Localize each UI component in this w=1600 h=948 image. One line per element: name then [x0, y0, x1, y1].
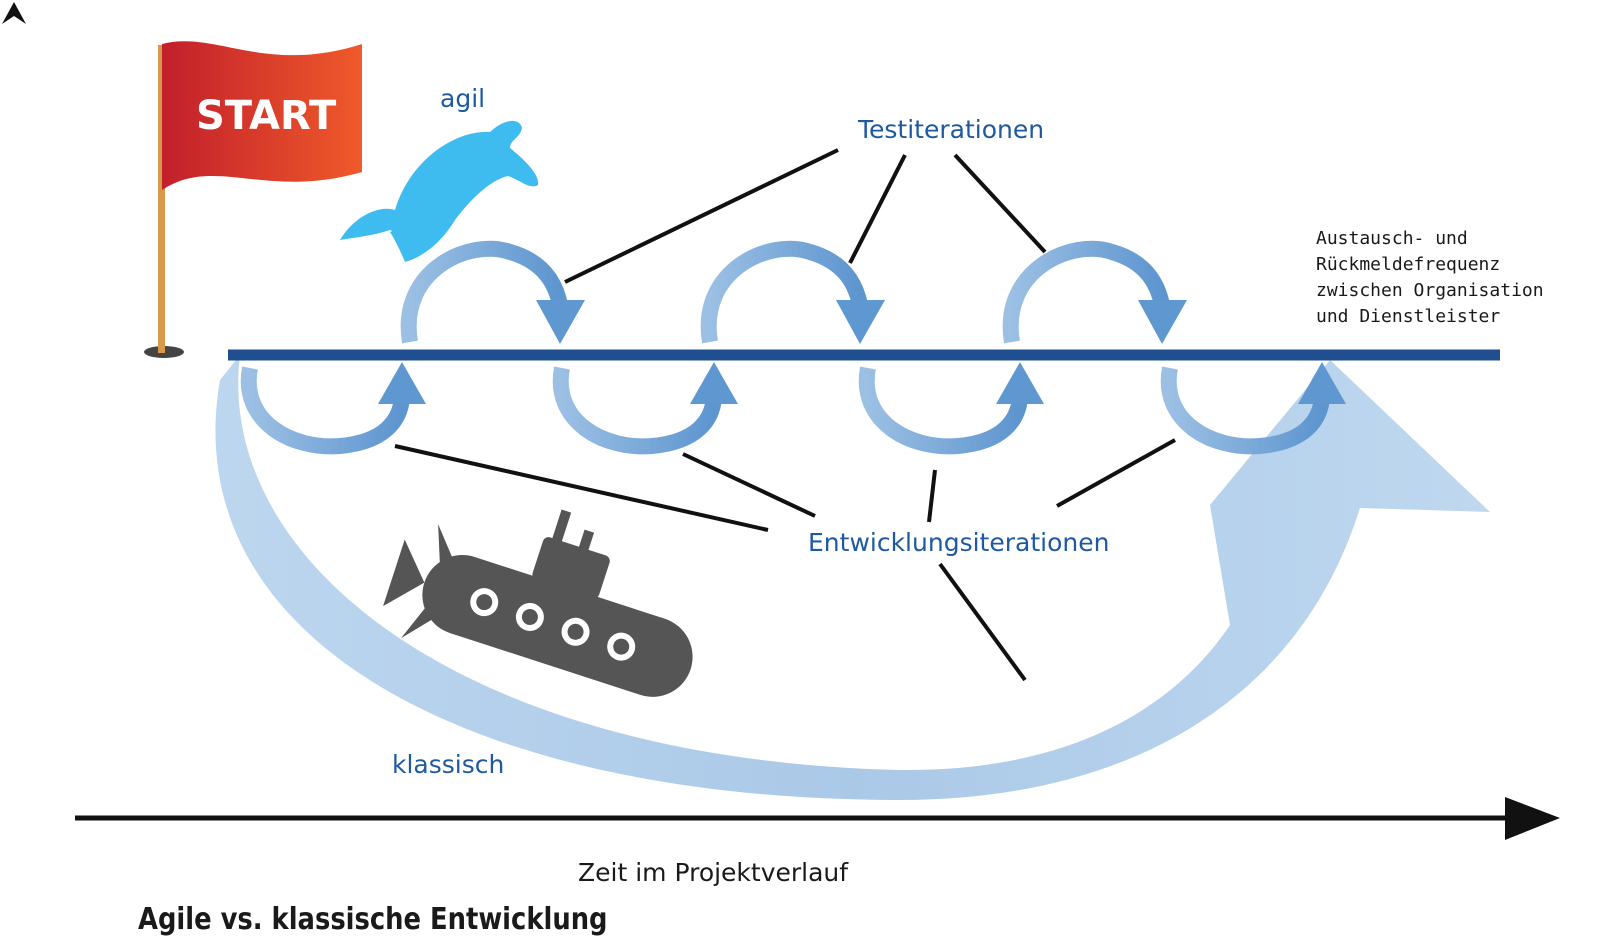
submarine-icon: [383, 509, 693, 697]
note-line: Austausch- und: [1316, 228, 1468, 249]
dev-loop-3: [858, 362, 1044, 455]
agile-label: agil: [440, 84, 486, 113]
classic-arrow: [215, 355, 1490, 800]
start-flag-label: START: [196, 93, 337, 139]
dev-iteration-loops: [240, 362, 1346, 455]
note-line: und Dienstleister: [1316, 306, 1501, 327]
dev-loop-2: [552, 362, 738, 455]
dev-iterations-label: Entwicklungsiterationen: [808, 528, 1110, 557]
dev-loop-1: [240, 362, 426, 455]
dev-connector-lines: [394, 438, 1176, 682]
dolphin-icon: [340, 120, 539, 262]
test-loop-1: [400, 240, 585, 344]
test-iterations-label: Testiterationen: [858, 115, 1045, 144]
test-loop-3: [1002, 240, 1187, 344]
test-loop-2: [700, 240, 885, 344]
test-connector-lines: [564, 148, 1047, 284]
note-line: Rückmeldefrequenz: [1316, 254, 1501, 275]
test-iteration-loops: [400, 240, 1187, 344]
note-line: zwischen Organisation: [1316, 280, 1544, 301]
dev-loop-4: [1160, 362, 1346, 455]
time-axis-arrow: [75, 797, 1560, 840]
classic-label: klassisch: [392, 750, 505, 779]
caption-marker-icon: [2, 2, 26, 24]
time-axis-label: Zeit im Projektverlauf: [578, 858, 849, 887]
figure-caption: Agile vs. klassische Entwicklung: [138, 902, 608, 937]
start-flag-icon: [144, 41, 362, 358]
feedback-frequency-note: Austausch- und Rückmeldefrequenz zwische…: [1316, 226, 1586, 330]
